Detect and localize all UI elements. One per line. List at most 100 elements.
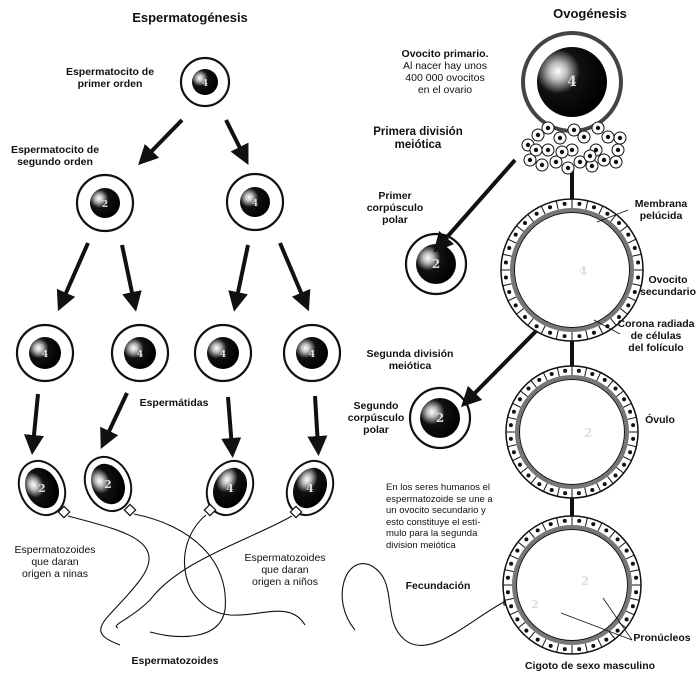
corona-cell-wall xyxy=(585,330,589,340)
corona-cell-nucleus xyxy=(548,330,553,335)
corona-cell-nucleus xyxy=(508,423,513,428)
sperm-midpiece-1 xyxy=(57,505,71,519)
arrow-sec-right-1 xyxy=(228,244,250,312)
corona-cell-wall xyxy=(542,372,548,381)
corona-cell-nucleus xyxy=(517,462,522,467)
corona-cell-nucleus xyxy=(534,211,539,216)
sperm-head-4-chromosome-number: 4 xyxy=(306,482,314,495)
arrow-spermatid-4 xyxy=(307,395,328,456)
corona-cell-wall xyxy=(516,225,524,232)
corona-cell-wall xyxy=(627,296,637,302)
corona-cell-nucleus xyxy=(563,491,568,496)
corona-cell-nucleus xyxy=(511,409,516,414)
corona-cell-nucleus xyxy=(548,205,553,210)
corona-cell-wall xyxy=(607,380,614,388)
corona-cell-nucleus xyxy=(509,561,514,566)
corona-cell-nucleus xyxy=(602,482,607,487)
corona-cell-nucleus xyxy=(505,575,510,580)
corona-cell-wall xyxy=(618,541,627,548)
corona-cell-wall xyxy=(584,517,588,527)
pronucleus-leader-line-female xyxy=(602,597,633,641)
corona-cell-nucleus xyxy=(513,232,518,237)
sperm-tail-2 xyxy=(133,513,226,638)
corona-cell-wall xyxy=(620,308,628,315)
corona-cell-wall xyxy=(616,390,624,397)
follicle-cell-nucleus xyxy=(617,135,623,141)
corona-cell-wall xyxy=(540,325,546,335)
corona-cell-wall xyxy=(527,318,534,326)
corona-cell-wall xyxy=(542,483,548,492)
corona-cell-wall xyxy=(507,416,517,420)
corona-cell-wall xyxy=(504,569,514,573)
corona-cell-nucleus xyxy=(622,462,627,467)
corona-cell-nucleus xyxy=(522,315,527,320)
arrow-spermatid-3 xyxy=(221,396,242,458)
corona-cell-nucleus xyxy=(577,201,582,206)
spermatogenesis-title: Espermatogénesis xyxy=(132,10,248,25)
spermatid-3-nucleus xyxy=(207,337,239,369)
corona-cell-nucleus xyxy=(524,537,529,542)
corona-cell-nucleus xyxy=(522,220,527,225)
corona-cell-nucleus xyxy=(562,201,567,206)
corona-cell-wall xyxy=(556,643,560,653)
corona-cell-nucleus xyxy=(577,518,582,523)
corona-cell-nucleus xyxy=(591,330,596,335)
corona-cell-wall xyxy=(607,476,614,484)
second-polar-body-label: Segundo corpúsculo polar xyxy=(347,400,405,436)
secondary-oocyte-chromosome-number: 4 xyxy=(579,264,587,278)
ovum-follicle-zona-pellucida xyxy=(515,375,629,489)
corona-cell-nucleus xyxy=(503,260,508,265)
corona-cell-nucleus xyxy=(624,617,629,622)
corona-cell-nucleus xyxy=(576,368,581,373)
corona-cell-nucleus xyxy=(632,289,637,294)
corona-cell-nucleus xyxy=(535,528,540,533)
corona-cell-wall xyxy=(509,554,519,560)
corona-cell-nucleus xyxy=(511,450,516,455)
sperm-midpiece-2 xyxy=(123,503,137,517)
corona-cell-nucleus xyxy=(613,386,618,391)
secondary-spermatocyte-left-chromosome-number: 2 xyxy=(102,200,108,210)
corona-cell-nucleus xyxy=(617,220,622,225)
corona-cell-wall xyxy=(627,444,637,448)
secondary-spermatocyte-label: Espermatocito de segundo orden xyxy=(10,144,100,168)
fertilization-note: En los seres humanos el espermatozoide s… xyxy=(386,482,493,551)
corona-cell-wall xyxy=(623,402,632,408)
corona-cell-nucleus xyxy=(634,590,639,595)
sperm-head-2-chromosome-number: 2 xyxy=(104,478,112,491)
first-polar-body-nucleus xyxy=(416,244,456,284)
first-meiotic-division-label: Primera división meiótica xyxy=(373,126,463,151)
pronuclei-label: Pronúcleos xyxy=(633,632,691,644)
corona-cell-wall xyxy=(556,517,560,527)
arrow-to-second-polar-body xyxy=(460,320,547,408)
corona-cell-nucleus xyxy=(628,409,633,414)
secondary-oocyte-label: Ovocito secundario xyxy=(639,274,697,298)
arrow-sec-right-2 xyxy=(278,242,311,312)
corona-cell-wall xyxy=(610,318,617,326)
corona-cell-nucleus xyxy=(562,334,567,339)
corona-cell-nucleus xyxy=(591,205,596,210)
corona-cell-nucleus xyxy=(526,386,531,391)
corona-cell-wall xyxy=(517,541,526,548)
follicle-cell-nucleus xyxy=(545,125,551,131)
corona-cell-wall xyxy=(502,283,512,287)
corona-cell-nucleus xyxy=(604,528,609,533)
corona-cell-wall xyxy=(597,638,603,648)
corona-cell-nucleus xyxy=(513,303,518,308)
follicle-cell-nucleus xyxy=(569,147,575,153)
corona-cell-nucleus xyxy=(632,246,637,251)
male-pronucleus-chromosome-number: 2 xyxy=(531,598,539,611)
follicle-cell-nucleus xyxy=(525,142,531,148)
corona-cell-wall xyxy=(625,610,635,616)
sperm-head-4-head xyxy=(292,467,328,509)
follicle-cell-nucleus xyxy=(527,157,533,163)
corona-cell-wall xyxy=(584,487,588,497)
corona-cell-wall xyxy=(517,622,526,629)
arrow-to-first-polar-body xyxy=(433,158,517,253)
corona-cell-wall xyxy=(597,522,603,532)
corona-cell-nucleus xyxy=(602,377,607,382)
corona-cell-wall xyxy=(623,456,632,462)
corona-cell-nucleus xyxy=(577,334,582,339)
corona-cell-wall xyxy=(512,456,521,462)
corona-cell-nucleus xyxy=(577,647,582,652)
